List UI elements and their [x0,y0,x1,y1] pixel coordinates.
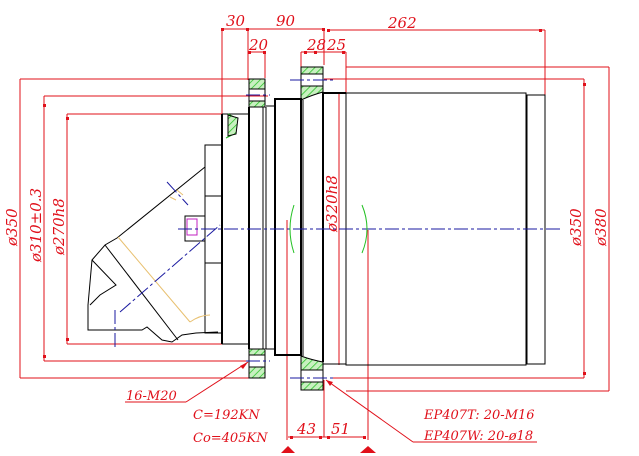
centerlines [114,79,560,379]
dim-262: 262 [387,14,417,32]
bottom-dimensions [281,380,376,453]
ep407t-annotation: EP407T: 20-M16 [423,408,535,423]
arc-left [289,204,295,254]
motor-body [87,113,248,345]
ep407w-annotation: EP407W: 20-ø18 [423,429,533,444]
dim-43: 43 [296,420,316,438]
left-flange [248,78,267,379]
left-diameter-dimensions [19,78,268,379]
dim-25: 25 [326,36,346,54]
arc-right [361,204,368,254]
dim-90: 90 [276,12,296,30]
dim-phi350-left: ø350 [3,208,21,247]
right-diameter-dimensions [324,66,610,392]
load-rating-co: Co=405KN [193,431,268,446]
dim-28: 28 [306,36,326,54]
dim-phi350-right: ø350 [567,208,585,247]
center-diameter-dimension [286,93,369,440]
top-dimensions [221,28,546,120]
dim-phi310: ø310±0.3 [27,188,45,263]
dim-phi320: ø320h8 [323,175,341,233]
load-rating-c: C=192KN [193,408,260,423]
dim-20: 20 [248,36,269,54]
dim-30: 30 [226,12,246,30]
bolt-annotation-16-m20: 16-M20 [126,389,177,404]
leader-lines [125,361,537,443]
dim-phi270: ø270h8 [50,198,68,256]
dim-phi380: ø380 [592,208,610,247]
dim-51: 51 [331,420,350,438]
